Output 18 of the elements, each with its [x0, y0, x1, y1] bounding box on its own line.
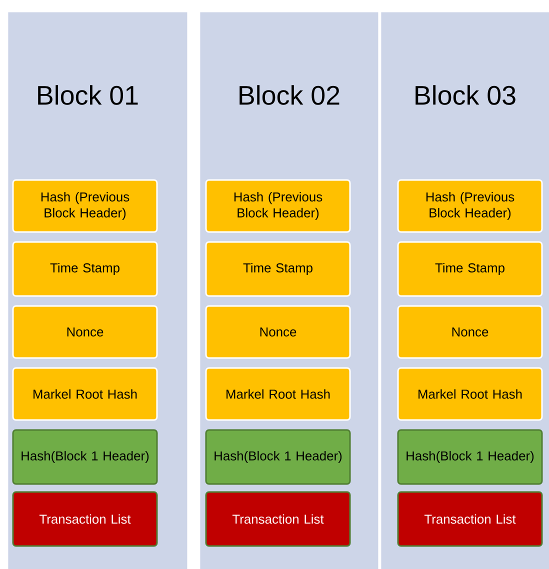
- field-box: Markel Root Hash: [205, 367, 351, 421]
- hash-box: Hash(Block 1 Header): [397, 429, 543, 485]
- field-box: Markel Root Hash: [397, 367, 543, 421]
- field-box: Nonce: [205, 305, 351, 359]
- transaction-box: Transaction List: [205, 491, 351, 547]
- hash-box: Hash(Block 1 Header): [205, 429, 351, 485]
- field-box: Nonce: [12, 305, 158, 359]
- transaction-box: Transaction List: [397, 491, 543, 547]
- field-box: Time Stamp: [397, 241, 543, 297]
- field-box: Markel Root Hash: [12, 367, 158, 421]
- field-box: Nonce: [397, 305, 543, 359]
- field-box: Time Stamp: [12, 241, 158, 297]
- field-box: Time Stamp: [205, 241, 351, 297]
- field-box: Hash (Previous Block Header): [205, 179, 351, 233]
- field-box: Hash (Previous Block Header): [397, 179, 543, 233]
- hash-box: Hash(Block 1 Header): [12, 429, 158, 485]
- field-box: Hash (Previous Block Header): [12, 179, 158, 233]
- transaction-box: Transaction List: [12, 491, 158, 547]
